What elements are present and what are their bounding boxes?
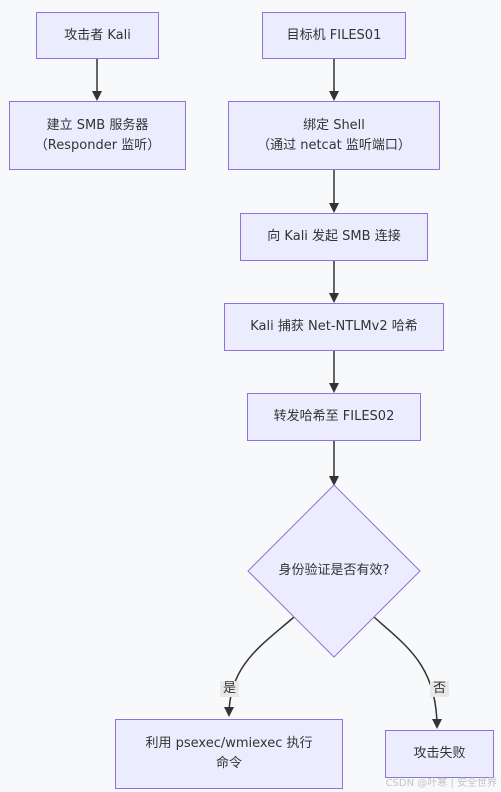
node-smb-connect-label: 向 Kali 发起 SMB 连接 <box>267 229 401 244</box>
edge-decision-yes <box>224 616 295 717</box>
node-decision-label: 身份验证是否有效? <box>278 563 390 578</box>
node-capture-hash-label: Kali 捕获 Net-NTLMv2 哈希 <box>250 319 418 334</box>
node-attacker-kali-label: 攻击者 Kali <box>64 27 131 43</box>
edge-label-no: 否 <box>430 681 450 697</box>
node-target-files01-label: 目标机 FILES01 <box>286 27 382 43</box>
node-relay-hash: 转发哈希至 FILES02 <box>247 393 421 441</box>
node-smb-server-label: 建立 SMB 服务器 （Responder 监听） <box>34 117 161 153</box>
node-bind-shell-label: 绑定 Shell （通过 netcat 监听端口） <box>257 117 411 153</box>
edge-decision-no <box>373 616 442 729</box>
node-attack-failed: 攻击失败 <box>385 730 494 778</box>
node-attacker-kali: 攻击者 Kali <box>36 12 159 59</box>
node-smb-server: 建立 SMB 服务器 （Responder 监听） <box>9 101 186 170</box>
node-exec-command-label: 利用 psexec/wmiexec 执行 命令 <box>145 736 313 771</box>
watermark: CSDN @叶寒 | 安全世界 <box>385 778 497 789</box>
decision-diamond <box>247 484 421 658</box>
node-attack-failed-label: 攻击失败 <box>413 746 466 761</box>
node-exec-command: 利用 psexec/wmiexec 执行 命令 <box>115 719 343 789</box>
edge-label-yes: 是 <box>220 681 240 697</box>
node-target-files01: 目标机 FILES01 <box>262 12 406 59</box>
node-smb-connect: 向 Kali 发起 SMB 连接 <box>240 213 428 261</box>
node-relay-hash-label: 转发哈希至 FILES02 <box>273 409 395 424</box>
node-capture-hash: Kali 捕获 Net-NTLMv2 哈希 <box>224 303 444 351</box>
node-bind-shell: 绑定 Shell （通过 netcat 监听端口） <box>228 101 440 170</box>
